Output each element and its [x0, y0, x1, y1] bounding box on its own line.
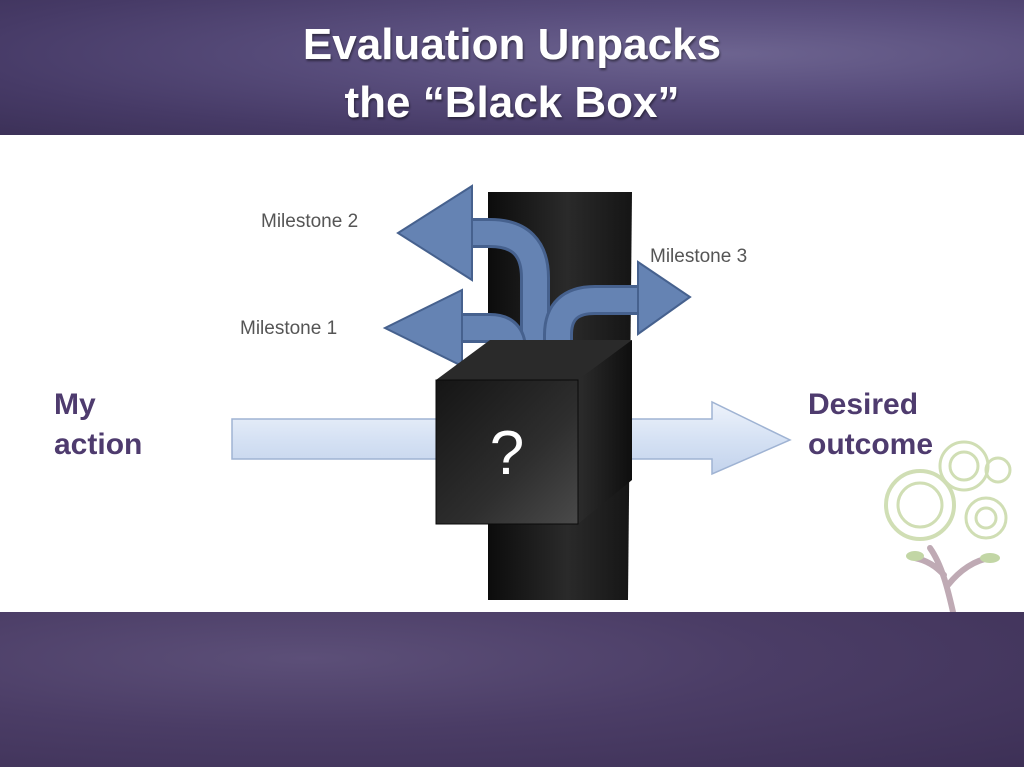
milestone-2-label: Milestone 2	[261, 211, 358, 232]
my-action-line-2: action	[54, 428, 143, 461]
question-mark: ?	[490, 419, 524, 488]
footer-band	[0, 612, 1024, 767]
header-band: Evaluation Unpacks the “Black Box”	[0, 0, 1024, 135]
desired-outcome-line-2: outcome	[808, 428, 934, 461]
tree-logo-icon	[884, 440, 1012, 615]
black-box: ?	[435, 340, 632, 525]
slide-title-line-2: the “Black Box”	[344, 78, 680, 127]
slide-title: Evaluation Unpacks the “Black Box”	[0, 16, 1024, 132]
milestone-1-label: Milestone 1	[240, 318, 337, 339]
my-action-line-1: My	[54, 388, 96, 421]
slide-title-line-1: Evaluation Unpacks	[302, 20, 722, 69]
milestone-2-arrow	[396, 184, 550, 380]
milestone-3-label: Milestone 3	[650, 246, 747, 267]
desired-outcome-line-1: Desired	[808, 388, 919, 421]
desired-outcome-label: Desired outcome	[808, 385, 933, 465]
milestone-3-arrow	[543, 260, 692, 380]
my-action-label: My action	[54, 385, 142, 465]
